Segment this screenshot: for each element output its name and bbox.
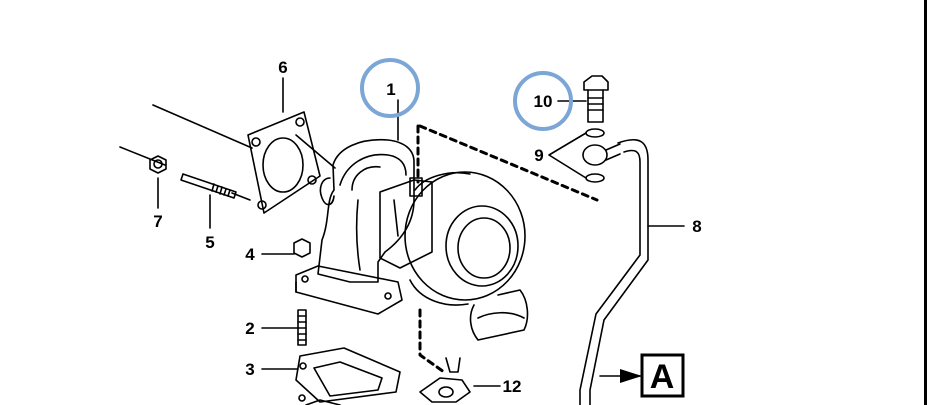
banjo-bolt-part-10 bbox=[583, 75, 609, 123]
gasket-part-6 bbox=[247, 111, 321, 214]
view-marker-box bbox=[640, 353, 685, 398]
dashed-line-upper bbox=[418, 124, 599, 202]
axis-line-lower bbox=[119, 146, 166, 166]
nut-part-7 bbox=[149, 155, 167, 174]
callout-1: 1 bbox=[386, 80, 395, 99]
view-marker-label: A bbox=[650, 358, 675, 396]
callout-8: 8 bbox=[692, 217, 701, 236]
oil-pipe-part-8 bbox=[579, 138, 649, 405]
callout-10: 10 bbox=[534, 92, 553, 111]
axis-line-upper bbox=[152, 104, 253, 149]
stud-part-2 bbox=[297, 309, 307, 346]
callout-5: 5 bbox=[205, 233, 214, 252]
dashed-line-lower bbox=[418, 308, 446, 374]
callout-3: 3 bbox=[245, 360, 254, 379]
highlight-circle-10 bbox=[513, 71, 573, 131]
washers-part-9 bbox=[582, 128, 621, 183]
gasket-part-12 bbox=[419, 357, 471, 403]
callout-9: 9 bbox=[534, 146, 543, 165]
stud-part-5 bbox=[180, 173, 237, 199]
highlight-circle-1 bbox=[360, 58, 420, 118]
callout-4: 4 bbox=[245, 245, 255, 264]
callout-6: 6 bbox=[278, 58, 287, 77]
frame-border-right bbox=[924, 0, 927, 405]
turbocharger-part-1 bbox=[295, 138, 529, 341]
callout-7: 7 bbox=[153, 212, 162, 231]
callout-12: 12 bbox=[503, 377, 522, 396]
nut-part-4 bbox=[293, 238, 311, 258]
gasket-to-turbo-line bbox=[295, 134, 336, 169]
callout-2: 2 bbox=[245, 319, 254, 338]
gasket-part-3 bbox=[295, 347, 401, 405]
